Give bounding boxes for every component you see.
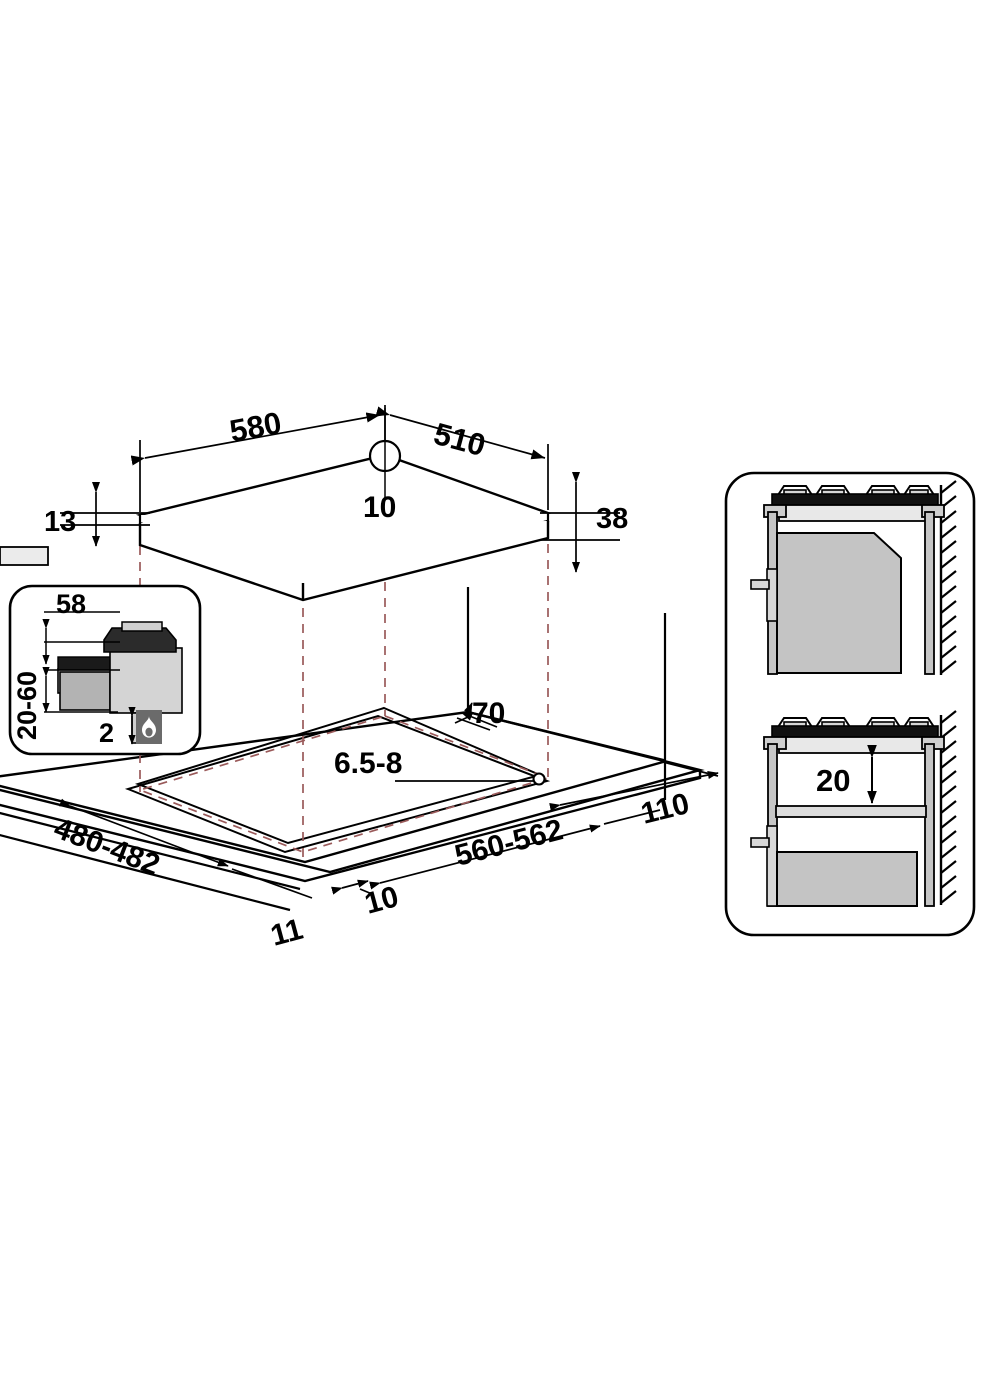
label-70: 70	[472, 697, 505, 730]
label-58: 58	[56, 589, 86, 619]
cutout-radius-circle	[532, 772, 546, 786]
dim-65-8	[395, 772, 546, 786]
drawer-knob-b	[750, 837, 770, 848]
dim-edge-10	[331, 879, 373, 895]
wall-hatch-a	[940, 480, 957, 674]
inset-right-panel: 20	[0, 471, 976, 937]
dimline-560	[369, 824, 601, 890]
oven-knob-a	[750, 579, 770, 590]
inset-left-panel: 58 20-60 2	[8, 584, 202, 756]
lead-edge-11	[231, 868, 313, 899]
label-corner-10: 10	[363, 491, 396, 524]
dim-70	[454, 702, 498, 731]
label-65-8: 6.5-8	[334, 747, 402, 780]
ext-110	[662, 761, 719, 777]
cutout-outer-rect	[124, 714, 551, 854]
ext-edge-10	[359, 888, 373, 895]
dimline-110	[549, 771, 719, 812]
burners-b	[776, 717, 936, 729]
proj-cutout-rect	[137, 715, 551, 853]
shelf-b	[775, 805, 927, 818]
label-2: 2	[99, 718, 114, 748]
hob-group	[135, 453, 553, 602]
dim-13	[60, 481, 150, 547]
label-38: 38	[596, 503, 628, 535]
dimline-480	[59, 798, 229, 867]
dimline-70	[461, 712, 498, 728]
projection-rect	[137, 715, 551, 853]
oven-side-rail	[766, 568, 778, 622]
wall-hatch-b	[940, 710, 957, 904]
ext-560-right	[603, 809, 661, 825]
view-hob-over-oven	[0, 480, 957, 675]
cabinet-right-a	[924, 511, 935, 675]
oven-handle	[0, 546, 49, 566]
inset-hob-body	[109, 647, 183, 714]
oven-body	[776, 532, 902, 674]
inset-clamp-block	[59, 671, 111, 711]
worktop-a	[778, 504, 932, 522]
dim-edge-11	[231, 868, 313, 899]
dim-560-562	[369, 809, 661, 890]
cutout-inner-rect	[134, 706, 544, 845]
dim-38	[540, 471, 620, 573]
hob-plate-b	[771, 725, 939, 738]
dimline-510	[375, 406, 546, 460]
view-hob-over-drawer: 20	[750, 710, 957, 907]
flame-icon-inner	[145, 727, 153, 737]
dimline-580	[130, 412, 381, 466]
worktop-front-lower-line2	[0, 834, 291, 912]
label-13: 13	[44, 506, 76, 538]
burners-a	[776, 485, 936, 497]
inset-hob-cap	[103, 627, 177, 653]
dim-110	[549, 761, 719, 812]
hob-plate-a	[771, 493, 939, 506]
drawer-body-b	[776, 851, 918, 907]
dim-480-482	[59, 798, 229, 867]
label-20-60: 20-60	[12, 671, 42, 740]
worktop-b	[778, 736, 932, 754]
dimline-edge-10	[331, 879, 369, 895]
inset-burner-plate	[121, 621, 163, 632]
label-20: 20	[816, 763, 850, 798]
cabinet-right-b	[924, 743, 935, 907]
dim-hob-top	[130, 405, 549, 512]
